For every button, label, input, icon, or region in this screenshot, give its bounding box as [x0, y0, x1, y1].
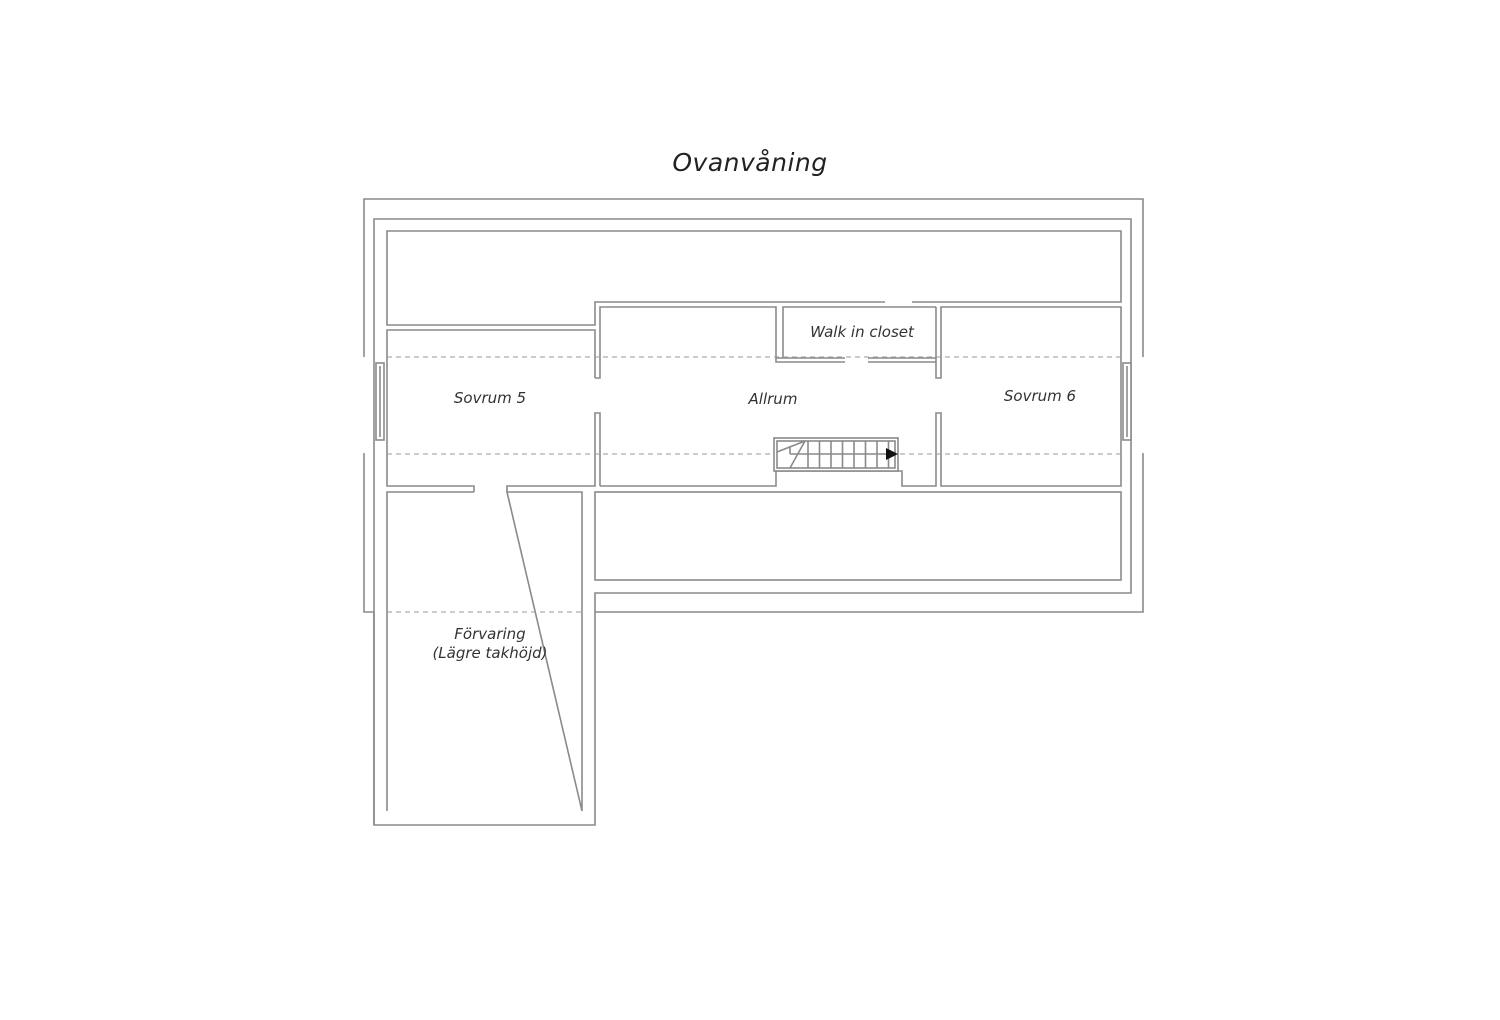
- label-sovrum-5: Sovrum 5: [454, 389, 526, 407]
- label-forvaring: Förvaring: [454, 625, 525, 643]
- wall-end: [595, 306, 800, 379]
- stair-arrow-icon: [886, 448, 898, 460]
- floor-title: Ovanvåning: [672, 148, 828, 177]
- room-walk-in-closet: [775, 306, 937, 363]
- lower-storage: [594, 491, 1122, 581]
- label-sovrum-6: Sovrum 6: [1004, 387, 1076, 405]
- label-forvaring-note: (Lägre takhöjd): [432, 644, 547, 662]
- staircase: [773, 437, 899, 472]
- window-right: [1122, 362, 1132, 441]
- roof-outline: [363, 198, 1144, 613]
- outer-wall: [373, 218, 1132, 826]
- label-allrum: Allrum: [748, 390, 798, 408]
- label-walk-in-closet: Walk in closet: [810, 323, 915, 341]
- room-sovrum-5: [386, 329, 601, 492]
- window-left: [375, 362, 385, 441]
- top-storage: [386, 230, 1122, 326]
- room-forvaring: [386, 491, 583, 812]
